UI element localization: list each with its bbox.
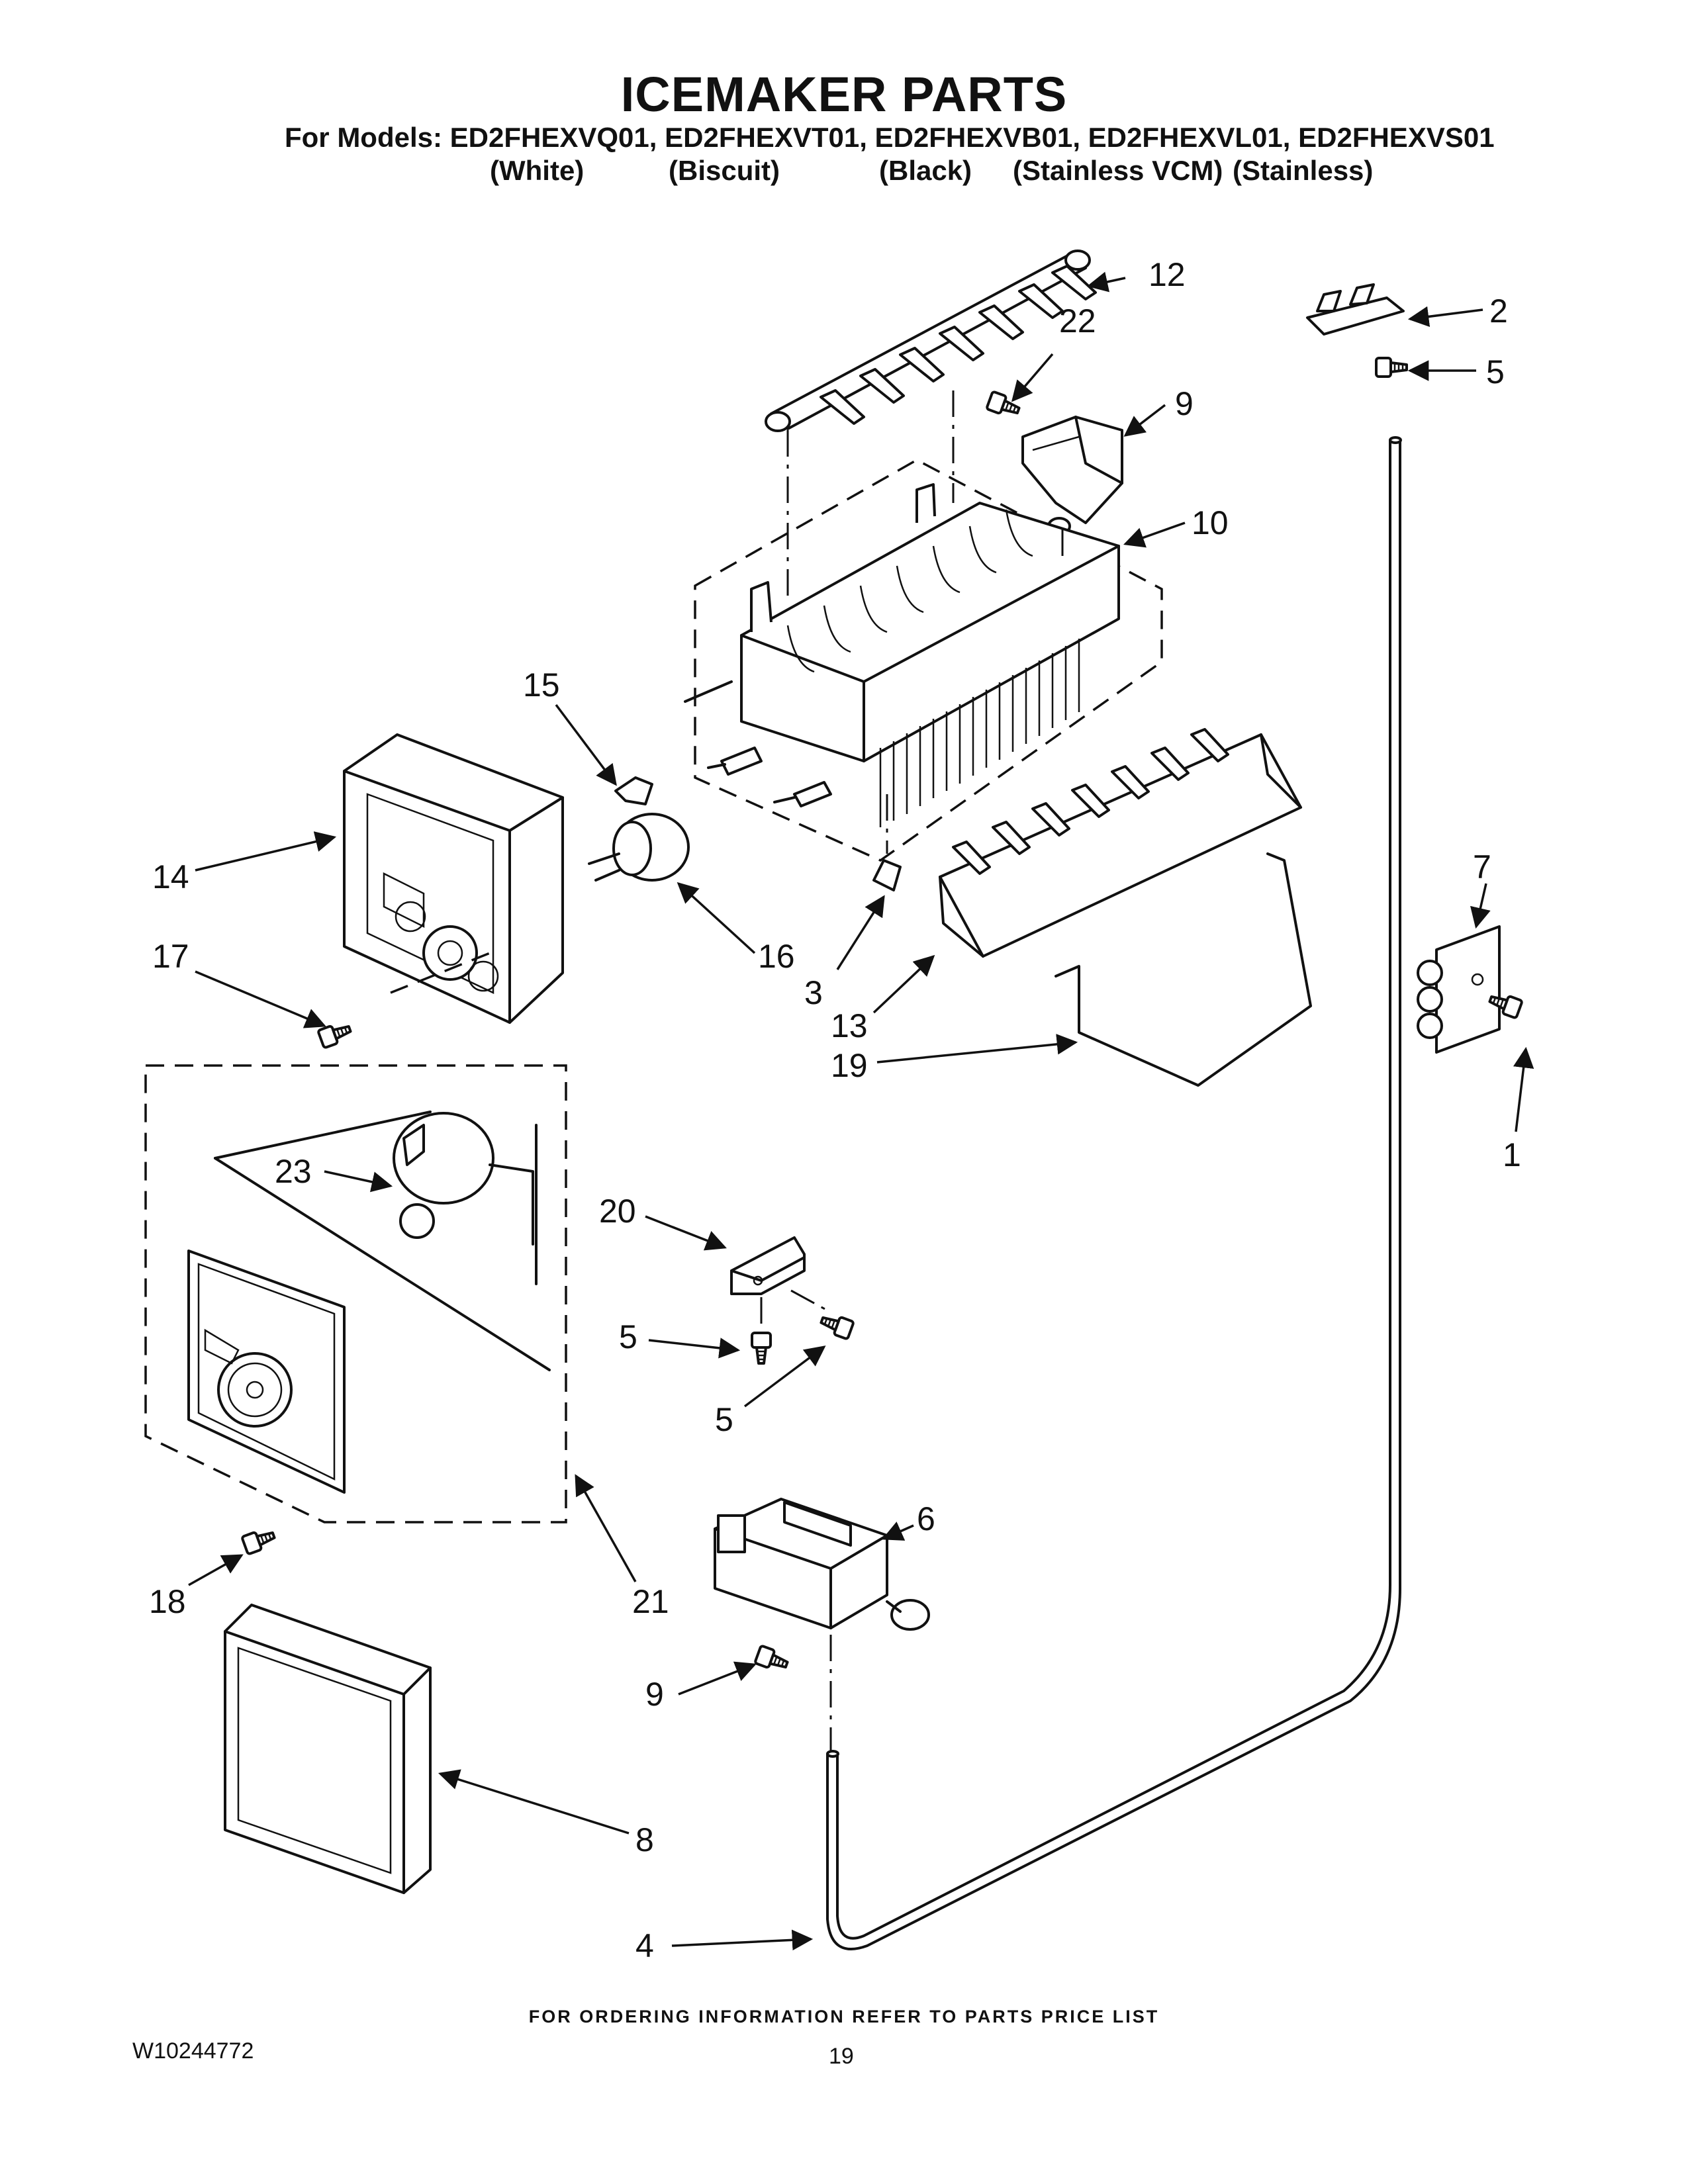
- thermostat-icon: [588, 813, 690, 882]
- page-title: ICEMAKER PARTS: [620, 67, 1068, 122]
- callout-20: 20: [599, 1193, 636, 1230]
- shutoff-arm-icon: [1306, 283, 1405, 336]
- color-white: (White): [490, 155, 585, 186]
- color-stainless-vcm: (Stainless VCM): [1013, 155, 1223, 186]
- mounting-bracket-icon: [730, 1236, 806, 1295]
- document-number: W10244772: [132, 2038, 254, 2064]
- callout-7: 7: [1473, 848, 1491, 886]
- callout-5b: 5: [619, 1318, 637, 1355]
- wire-clip-icon: [872, 859, 902, 891]
- callout-13: 13: [831, 1007, 868, 1044]
- fill-cup-icon: [1021, 416, 1123, 535]
- screw-icon: [240, 1525, 278, 1556]
- color-biscuit: (Biscuit): [669, 155, 780, 186]
- callout-23: 23: [275, 1153, 312, 1190]
- callout-3: 3: [804, 974, 823, 1011]
- callout-12: 12: [1149, 256, 1186, 293]
- ordering-note: FOR ORDERING INFORMATION REFER TO PARTS …: [528, 2007, 1160, 2026]
- ejector-blade-icon: [765, 250, 1097, 432]
- callout-8: 8: [635, 1821, 654, 1858]
- callout-5: 5: [1486, 353, 1505, 390]
- module-housing-icon: [343, 733, 564, 1024]
- wire-clip-icon: [614, 776, 653, 805]
- screw-icon: [753, 1644, 791, 1675]
- callout-14: 14: [152, 858, 189, 895]
- callout-18: 18: [149, 1583, 186, 1620]
- callout-4: 4: [635, 1927, 654, 1964]
- callout-11: 9: [1175, 385, 1194, 422]
- callout-21: 21: [632, 1583, 669, 1620]
- motor-icon: [393, 1112, 538, 1285]
- color-black: (Black): [879, 155, 972, 186]
- callout-22: 22: [1059, 302, 1096, 340]
- page-number: 19: [829, 2044, 854, 2069]
- module-cover-icon: [187, 1250, 346, 1494]
- module-assembly-outline: [144, 1064, 567, 1524]
- callout-19: 19: [831, 1047, 868, 1084]
- module-cover-icon: [224, 1604, 432, 1894]
- callout-6: 6: [917, 1500, 935, 1537]
- callout-15: 15: [523, 666, 560, 704]
- callout-10: 10: [1192, 504, 1229, 541]
- callout-1: 1: [1503, 1136, 1521, 1173]
- water-tube-icon: [826, 439, 1401, 1950]
- callout-5c: 5: [715, 1401, 733, 1438]
- screw-icon: [751, 1332, 772, 1365]
- callout-16: 16: [758, 938, 795, 975]
- callout-9: 9: [645, 1676, 664, 1713]
- color-stainless: (Stainless): [1233, 155, 1374, 186]
- callout-17: 17: [152, 938, 189, 975]
- mounting-bracket-icon: [1417, 925, 1501, 1054]
- screw-icon: [818, 1310, 855, 1341]
- shutoff-arm-icon: [1055, 852, 1312, 1087]
- water-valve-icon: [714, 1498, 930, 1631]
- mold-assembly-outline: [694, 459, 1163, 862]
- callout-2: 2: [1489, 293, 1508, 330]
- screw-icon: [1375, 357, 1408, 378]
- models-line: For Models: ED2FHEXVQ01, ED2FHEXVT01, ED…: [285, 122, 1495, 153]
- mold-assembly-icon: [684, 483, 1120, 827]
- ice-stripper-icon: [939, 728, 1302, 958]
